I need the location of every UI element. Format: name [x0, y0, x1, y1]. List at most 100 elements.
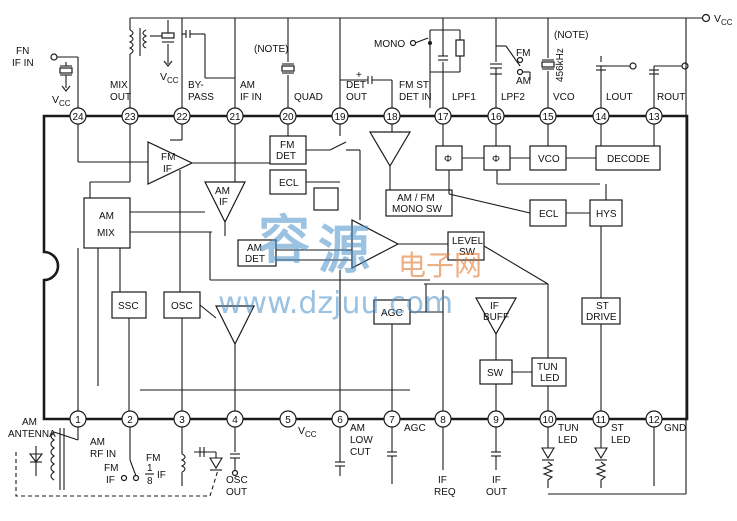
phase-detector-1: Φ [435, 145, 463, 171]
svg-text:OUT: OUT [110, 92, 131, 103]
svg-text:AGC: AGC [381, 308, 403, 319]
svg-text:18: 18 [386, 112, 398, 123]
svg-text:VCC: VCC [298, 425, 317, 439]
svg-text:AGC: AGC [404, 423, 426, 434]
svg-text:AM: AM [516, 76, 531, 87]
svg-text:FM: FM [516, 48, 530, 59]
svg-text:VCO: VCO [538, 154, 560, 165]
st-drive-block: ST DRIVE [581, 297, 621, 325]
svg-text:GND: GND [664, 423, 686, 434]
top-pin-labels: MIX OUT BY- PASS AM IF IN QUAD (NOTE) DE… [110, 30, 685, 103]
svg-text:IF: IF [492, 475, 501, 486]
svg-text:OUT: OUT [346, 92, 367, 103]
lpf2-network: FM AM [490, 18, 531, 108]
am-fm-mono-sw-block: AM / FM MONO SW [385, 189, 453, 217]
svg-text:RF IN: RF IN [90, 449, 116, 460]
osc-block: OSC [163, 291, 201, 319]
svg-text:6: 6 [337, 415, 343, 426]
osc-tank [180, 427, 240, 486]
bottom-pin-numbers: 1 2 3 4 5 6 7 8 9 10 11 12 [75, 415, 660, 426]
stereo-outputs [596, 56, 689, 108]
fm-if-switch: FM FM IF 1 8 IF [104, 427, 166, 487]
svg-text:AM: AM [90, 437, 105, 448]
svg-text:MIX: MIX [97, 228, 115, 239]
svg-text:PASS: PASS [188, 92, 214, 103]
svg-text:8: 8 [147, 476, 153, 487]
svg-text:TUN: TUN [558, 423, 579, 434]
am-mix-block: AM MIX [83, 197, 131, 249]
osc-buffer-amp [215, 305, 255, 346]
am-det-block: AM DET [237, 239, 277, 267]
ssc-block: SSC [111, 291, 147, 319]
pilot-amp [368, 131, 412, 168]
svg-text:8: 8 [440, 415, 446, 426]
svg-text:DET: DET [276, 151, 296, 162]
svg-text:SW: SW [487, 368, 504, 379]
svg-text:ANTENNA: ANTENNA [8, 429, 56, 440]
svg-text:MONO SW: MONO SW [392, 204, 443, 215]
fn-if-in-input: FN IF IN VCC [12, 46, 79, 108]
decode-block: DECODE [595, 145, 661, 171]
svg-text:ST: ST [596, 301, 609, 312]
svg-text:Φ: Φ [444, 154, 452, 165]
svg-text:CUT: CUT [350, 447, 371, 458]
svg-text:5: 5 [285, 415, 291, 426]
svg-text:ECL: ECL [539, 209, 559, 220]
svg-text:7: 7 [389, 415, 395, 426]
svg-text:AM: AM [240, 80, 255, 91]
svg-text:电子网: 电子网 [398, 249, 482, 282]
svg-text:FM: FM [161, 152, 175, 163]
svg-text:22: 22 [176, 112, 188, 123]
svg-text:LED: LED [558, 435, 577, 446]
svg-text:ST: ST [611, 423, 624, 434]
svg-text:FM: FM [104, 463, 118, 474]
svg-text:VCC: VCC [160, 71, 179, 85]
svg-text:21: 21 [229, 112, 241, 123]
svg-text:LED: LED [540, 373, 559, 384]
svg-text:9: 9 [493, 415, 499, 426]
svg-text:13: 13 [648, 112, 660, 123]
svg-text:Φ: Φ [492, 154, 500, 165]
svg-text:REQ: REQ [434, 487, 456, 498]
ecl-block: ECL [269, 169, 307, 195]
bottom-right-parts [335, 18, 687, 495]
det-out-network: + [339, 18, 393, 108]
svg-text:IF: IF [163, 164, 172, 175]
svg-text:AM: AM [350, 423, 365, 434]
svg-text:LED: LED [611, 435, 630, 446]
svg-text:IF: IF [438, 475, 447, 486]
hys-block: HYS [589, 199, 623, 227]
svg-text:IF: IF [490, 301, 499, 312]
svg-text:IF IN: IF IN [240, 92, 262, 103]
svg-text:24: 24 [72, 112, 84, 123]
svg-text:1: 1 [75, 415, 81, 426]
svg-text:VCC: VCC [52, 94, 71, 108]
vcc-terminal [701, 13, 711, 23]
top-pin-numbers: 24 23 22 21 20 19 18 17 16 15 14 13 [72, 112, 660, 123]
vcc-label: VCC [714, 13, 733, 27]
vco-block: VCO [529, 145, 567, 171]
fm-if-amp: FM IF [147, 141, 194, 185]
svg-text:OSC: OSC [226, 475, 248, 486]
phase-detector-2: Φ [483, 145, 511, 171]
svg-text:ECL: ECL [279, 178, 299, 189]
if-buff-amp: IF BUFF [474, 297, 518, 336]
svg-text:AM / FM: AM / FM [397, 193, 435, 204]
svg-text:DET IN: DET IN [399, 92, 432, 103]
svg-text:MIX: MIX [110, 80, 128, 91]
svg-text:AM: AM [247, 243, 262, 254]
tun-led-block: TUN LED [531, 357, 567, 387]
svg-text:10: 10 [542, 415, 554, 426]
svg-text:+: + [356, 70, 362, 81]
svg-text:1: 1 [147, 463, 153, 474]
svg-text:FM: FM [280, 140, 294, 151]
svg-text:17: 17 [437, 112, 449, 123]
svg-text:OUT: OUT [226, 487, 247, 498]
ecl2-block: ECL [529, 199, 567, 227]
svg-text:3: 3 [179, 415, 185, 426]
svg-text:IF: IF [219, 197, 228, 208]
fm-det-block: FM DET [269, 135, 307, 165]
svg-text:AM: AM [22, 417, 37, 428]
svg-text:SSC: SSC [118, 301, 139, 312]
